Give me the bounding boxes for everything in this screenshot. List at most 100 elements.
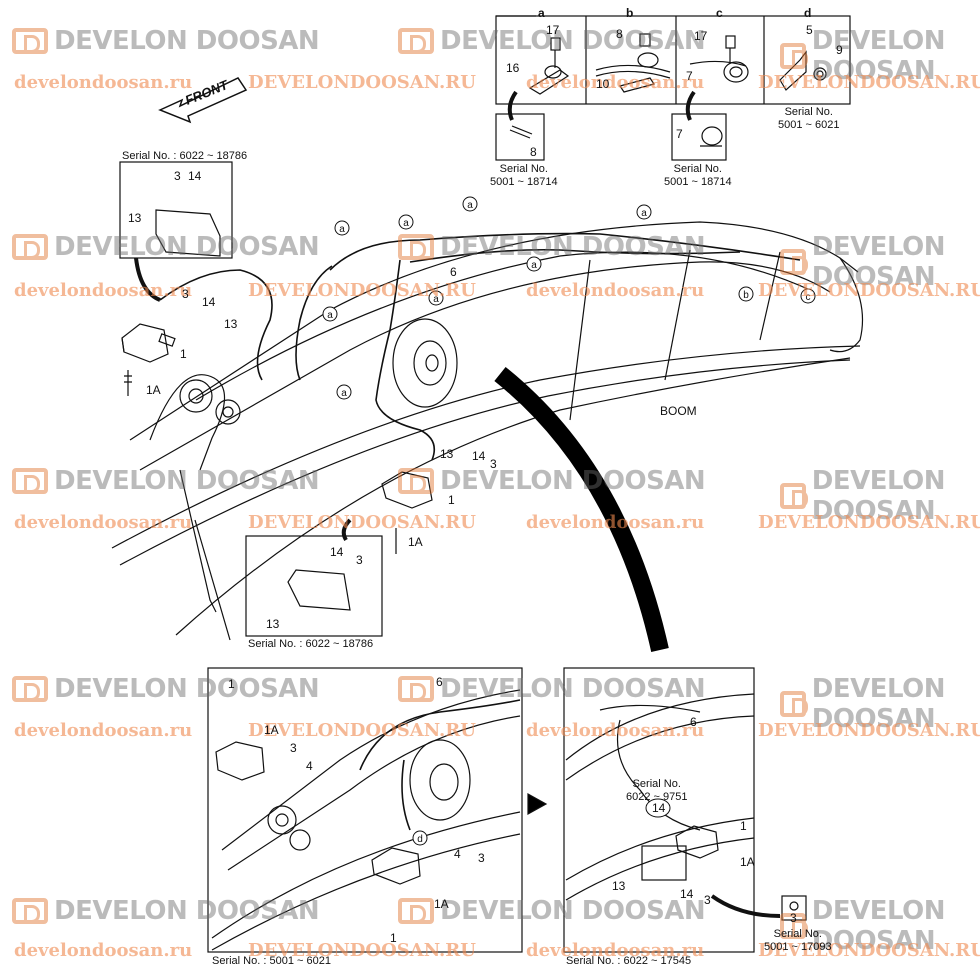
svg-text:a: a [641,208,647,219]
part-number-label: 3 [704,893,711,907]
watermark-logo: DEVELON DOOSAN [398,232,706,262]
part-number-label: 1 [448,493,455,507]
serial-label: Serial No. 5001 ~ 6021 [778,106,840,131]
bottom-panel-right [563,667,807,953]
serial-label: Serial No. : 6022 ~ 18786 [122,150,248,162]
serial-label: Serial No. : 6022 ~ 17545 [566,955,692,967]
doosan-logo-icon [12,234,48,260]
part-number-label: 1 [390,931,397,945]
part-number-label: 1A [740,855,755,869]
part-number-label: 1A [408,535,423,549]
watermark-brand: DEVELON DOOSAN [54,232,320,262]
watermark-url: develondoosan.ru [526,720,705,741]
next-arrow [527,792,548,816]
watermark-url: DEVELONDOOSAN.RU [248,280,476,301]
doosan-logo-icon [780,43,808,69]
watermark-brand: DEVELON DOOSAN [440,232,706,262]
watermark-brand: DEVELON DOOSAN [440,26,706,56]
watermark-logo: DEVELON DOOSAN [780,896,980,956]
watermark-logo: DEVELON DOOSAN [780,232,980,292]
part-number-label: 10 [596,77,610,91]
detail-header-b: b [626,6,634,20]
watermark-url: develondoosan.ru [14,512,193,533]
detail-a-parts [528,37,570,95]
part-number-label: 1A [264,723,279,737]
part-number-label: 6 [436,675,443,689]
part-number-label: 14 [680,887,694,901]
watermark-logo: DEVELON DOOSAN [780,26,980,86]
doosan-logo-icon [780,691,808,717]
watermark-url: develondoosan.ru [14,280,193,301]
part-number-label: 8 [530,145,537,159]
main-boom [111,221,864,641]
svg-text:b: b [743,290,749,301]
watermark-url: develondoosan.ru [14,940,193,961]
part-number-label: 3 [490,457,497,471]
serial-label: Serial No. 5001 ~ 18714 [664,163,732,188]
part-number-label: 1 [740,819,747,833]
watermark-logo: DEVELON DOOSAN [12,466,320,496]
watermark-brand: DEVELON DOOSAN [440,466,706,496]
bottom-panel-left [207,667,523,953]
watermark-brand: DEVELON DOOSAN [811,26,946,86]
part-number-label: 13 [224,317,238,331]
doosan-logo-icon [398,676,434,702]
watermark-url: DEVELONDOOSAN.RU [758,940,980,961]
detail-c-parts [689,35,749,83]
svg-text:c: c [806,292,811,303]
part-number-label: 4 [306,759,313,773]
watermark-brand: DEVELON DOOSAN [54,896,320,926]
work-lamp-boom [381,471,433,554]
part-number-label: 3 [182,287,189,301]
doosan-logo-icon [398,28,434,54]
doosan-logo-icon [12,898,48,924]
wiring-harness [159,232,801,461]
watermark-brand: DEVELON DOOSAN [54,674,320,704]
svg-text:a: a [341,388,347,399]
part-number-label: 3 [790,911,797,925]
part-number-label: 3 [174,169,181,183]
detail-box-left [119,161,233,302]
watermark-brand: DEVELON DOOSAN [811,232,946,292]
part-number-label: 13 [612,879,626,893]
watermark-url: DEVELONDOOSAN.RU [758,512,980,533]
doosan-logo-icon [12,28,48,54]
doosan-logo-icon [780,913,808,939]
part-number-label: 3 [356,553,363,567]
doosan-logo-icon [398,468,434,494]
watermark-logo: DEVELON DOOSAN [398,466,706,496]
part-number-label: 14 [330,545,344,559]
watermark-logo: DEVELON DOOSAN [12,26,320,56]
part-number-label: 1A [146,383,161,397]
serial-label: Serial No. 6022 ~ 9751 [626,778,688,803]
watermark-brand: DEVELON DOOSAN [440,896,706,926]
part-number-label: 4 [454,847,461,861]
part-number-label: 1 [228,677,235,691]
watermark-logo: DEVELON DOOSAN [12,674,320,704]
svg-text:a: a [327,310,333,321]
part-number-label: 13 [266,617,280,631]
part-number-label: 6 [690,715,697,729]
svg-text:a: a [339,224,345,235]
watermark-logo: DEVELON DOOSAN [780,466,980,526]
watermark-logo: DEVELON DOOSAN [398,674,706,704]
front-arrow [158,77,248,124]
part-number-label: 5 [806,23,813,37]
watermark-url: DEVELONDOOSAN.RU [758,280,980,301]
watermark-logo: DEVELON DOOSAN [398,26,706,56]
part-number-label: 6 [450,265,457,279]
doosan-logo-icon [398,234,434,260]
watermark-logo: DEVELON DOOSAN [780,674,980,734]
watermark-logo: DEVELON DOOSAN [12,896,320,926]
part-number-label: 13 [128,211,142,225]
doosan-logo-icon [398,898,434,924]
watermark-brand: DEVELON DOOSAN [54,466,320,496]
watermark-url: DEVELONDOOSAN.RU [758,72,980,93]
part-number-label: 17 [694,29,708,43]
work-lamp-left [121,323,176,396]
part-number-label: 8 [616,27,623,41]
watermark-brand: DEVELON DOOSAN [811,674,946,734]
reference-arrow [494,366,669,652]
